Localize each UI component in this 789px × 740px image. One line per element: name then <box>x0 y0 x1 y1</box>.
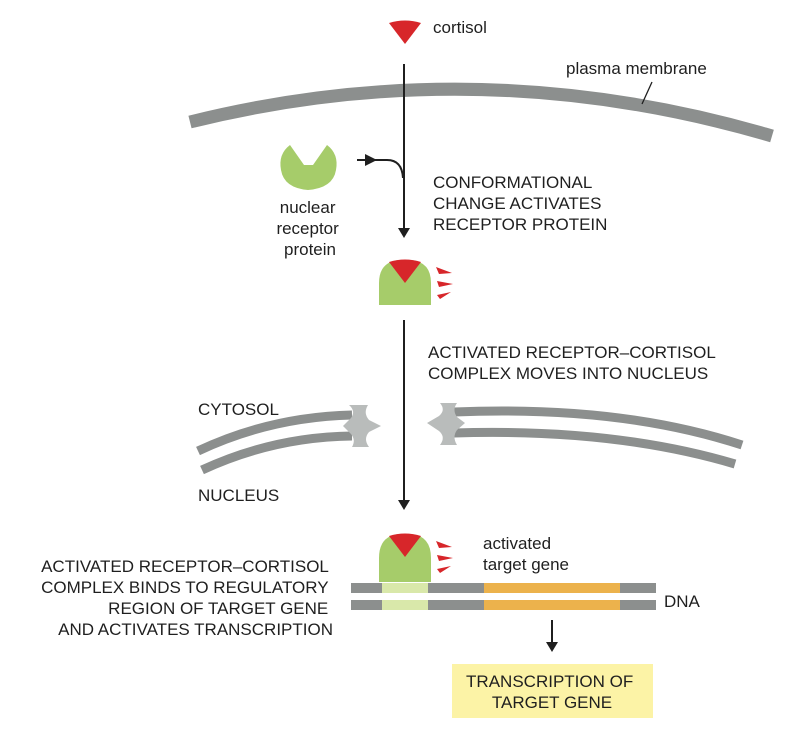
step3-text: ACTIVATED RECEPTOR–CORTISOL COMPLEX BIND… <box>41 557 333 639</box>
transcription-box-line: TRANSCRIPTION OF <box>466 672 633 691</box>
step1-line: RECEPTOR PROTEIN <box>433 215 607 234</box>
nuclear-envelope-right-inner <box>453 427 737 469</box>
transcription-box <box>452 664 653 718</box>
regulatory-region-top <box>382 583 428 593</box>
nuclear-receptor-label: nuclear receptor protein <box>276 198 343 259</box>
activated-target-gene-line: target gene <box>483 555 569 574</box>
nuclear-envelope-left-outer <box>196 410 353 456</box>
cortisol-label: cortisol <box>433 18 487 37</box>
activated-complex-cytosol <box>379 259 453 305</box>
nuclear-receptor-line: receptor <box>276 219 339 238</box>
receptor-join-arrow <box>357 159 404 179</box>
transcription-box-text: TRANSCRIPTION OF TARGET GENE <box>466 672 638 712</box>
cytosol-label: CYTOSOL <box>198 400 279 419</box>
step2-line: COMPLEX MOVES INTO NUCLEUS <box>428 364 708 383</box>
regulatory-region-bottom <box>382 600 428 610</box>
activated-receptor-body <box>379 534 431 582</box>
nuclear-envelope-right-outer <box>453 406 744 450</box>
activated-complex-nucleus <box>379 533 453 582</box>
plasma-membrane-leader <box>641 81 653 105</box>
cortisol-molecule <box>389 20 421 44</box>
step1-text: CONFORMATIONAL CHANGE ACTIVATES RECEPTOR… <box>433 173 607 234</box>
nuclear-pore-right <box>427 403 465 445</box>
bound-cortisol <box>389 259 421 283</box>
activated-target-gene-label: activated target gene <box>483 534 569 574</box>
dna-label: DNA <box>664 592 701 611</box>
step3-line: REGION OF TARGET GENE <box>108 599 328 618</box>
activation-ticks <box>436 541 453 573</box>
nucleus-label: NUCLEUS <box>198 486 279 505</box>
nuclear-receptor-line: protein <box>284 240 336 259</box>
step1-line: CHANGE ACTIVATES <box>433 194 601 213</box>
target-gene-top <box>484 583 620 593</box>
receptor-join-arrowhead <box>365 154 377 166</box>
step3-line: ACTIVATED RECEPTOR–CORTISOL <box>41 557 328 576</box>
transcription-box-line: TARGET GENE <box>492 693 612 712</box>
step3-line: AND ACTIVATES TRANSCRIPTION <box>58 620 333 639</box>
nuclear-receptor-protein <box>280 145 337 190</box>
activation-ticks <box>436 267 453 299</box>
plasma-membrane <box>188 82 774 143</box>
step1-line: CONFORMATIONAL <box>433 173 592 192</box>
nuclear-pore-left <box>343 405 381 447</box>
dna <box>351 583 656 610</box>
nuclear-receptor-line: nuclear <box>280 198 336 217</box>
step2-text: ACTIVATED RECEPTOR–CORTISOL COMPLEX MOVE… <box>428 343 720 383</box>
activated-target-gene-line: activated <box>483 534 551 553</box>
target-gene-bottom <box>484 600 620 610</box>
plasma-membrane-label: plasma membrane <box>566 59 707 78</box>
nuclear-envelope-left-inner <box>200 431 353 475</box>
bound-cortisol <box>389 533 421 557</box>
step2-line: ACTIVATED RECEPTOR–CORTISOL <box>428 343 715 362</box>
step3-line: COMPLEX BINDS TO REGULATORY <box>41 578 328 597</box>
